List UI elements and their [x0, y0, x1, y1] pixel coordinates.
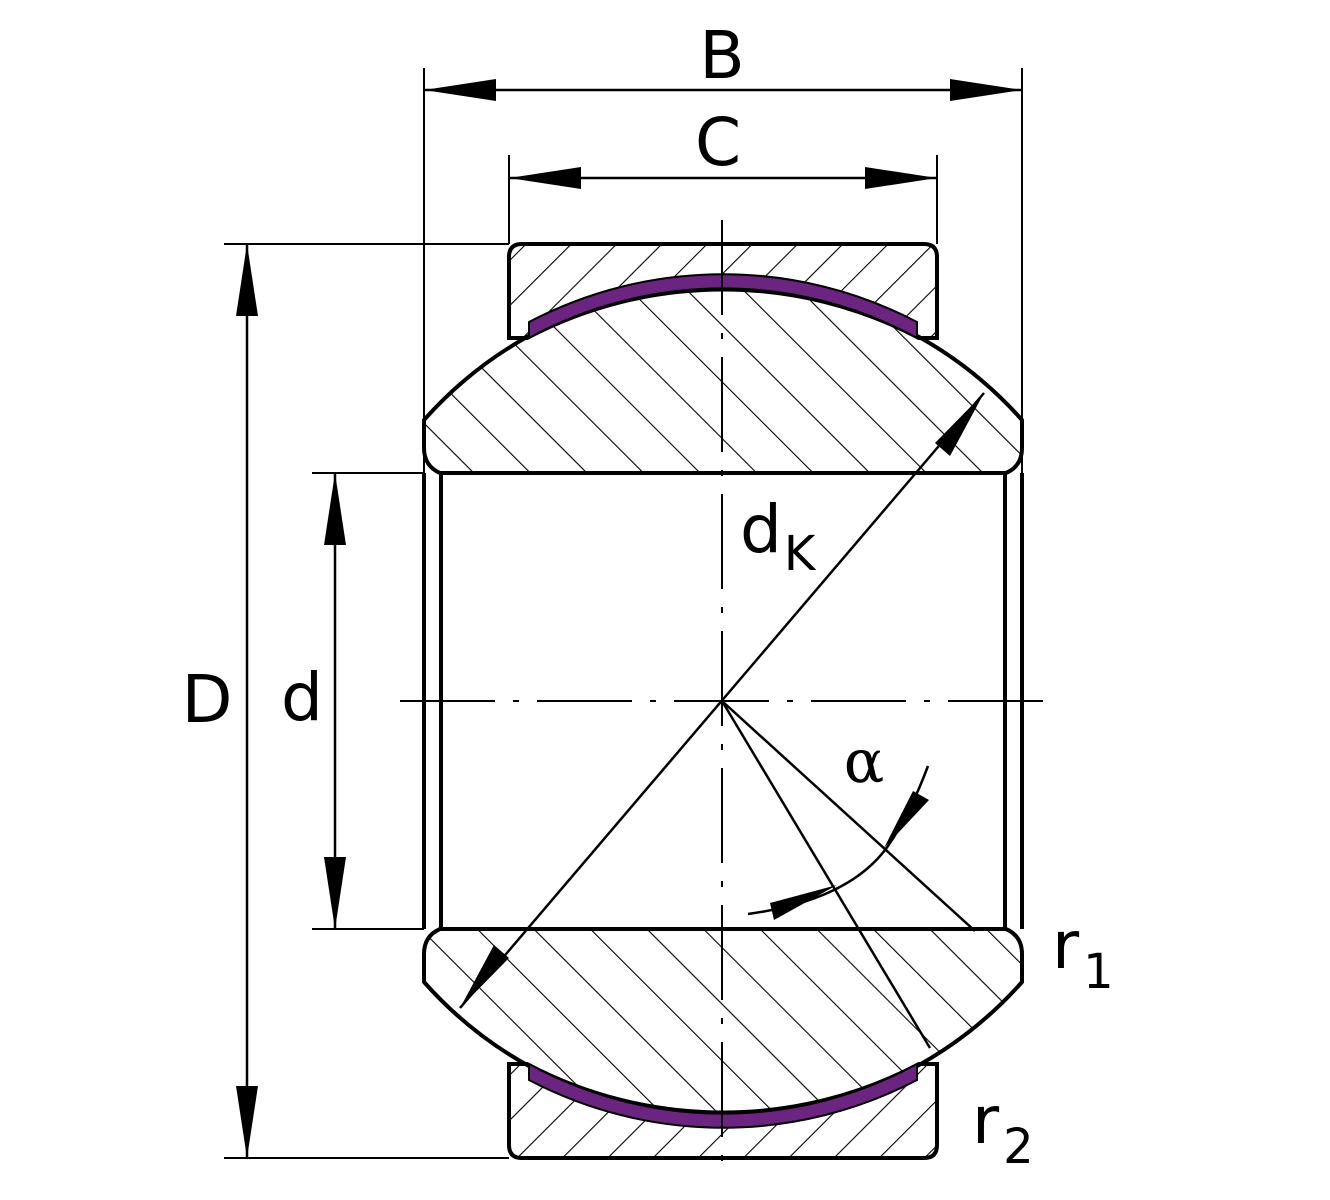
- arrow-lower-icon: [460, 945, 509, 1008]
- dimension-D: D: [182, 244, 258, 1158]
- liner-bottom: [528, 1062, 918, 1129]
- label-dK: dK: [740, 491, 817, 582]
- label-d: d: [281, 659, 323, 736]
- label-alpha: α: [844, 727, 885, 797]
- arrow-right-icon: [950, 79, 1022, 101]
- arrow-up-icon: [324, 473, 346, 545]
- label-D: D: [182, 661, 233, 738]
- dimension-dK: dK: [459, 392, 985, 1009]
- extension-lines: [224, 68, 1023, 1159]
- liner-top: [528, 273, 918, 340]
- arrow-up-icon: [236, 244, 258, 316]
- arrow-left-icon: [509, 167, 581, 189]
- dimension-B: B: [424, 17, 1022, 101]
- arrow-upper-icon: [884, 791, 929, 848]
- label-r2: r2: [972, 1082, 1034, 1175]
- label-B: B: [699, 17, 744, 94]
- angle-alpha: α: [720, 700, 976, 1049]
- arrow-left-icon: [424, 79, 496, 101]
- arrow-down-icon: [324, 857, 346, 929]
- arrow-lower-icon: [770, 885, 837, 920]
- arrow-upper-icon: [935, 393, 984, 456]
- dimension-C: C: [509, 104, 937, 189]
- dimension-d: d: [281, 473, 346, 929]
- label-r1: r1: [1052, 907, 1114, 1000]
- arrow-right-icon: [865, 167, 937, 189]
- label-C: C: [695, 104, 741, 181]
- arrow-down-icon: [236, 1086, 258, 1158]
